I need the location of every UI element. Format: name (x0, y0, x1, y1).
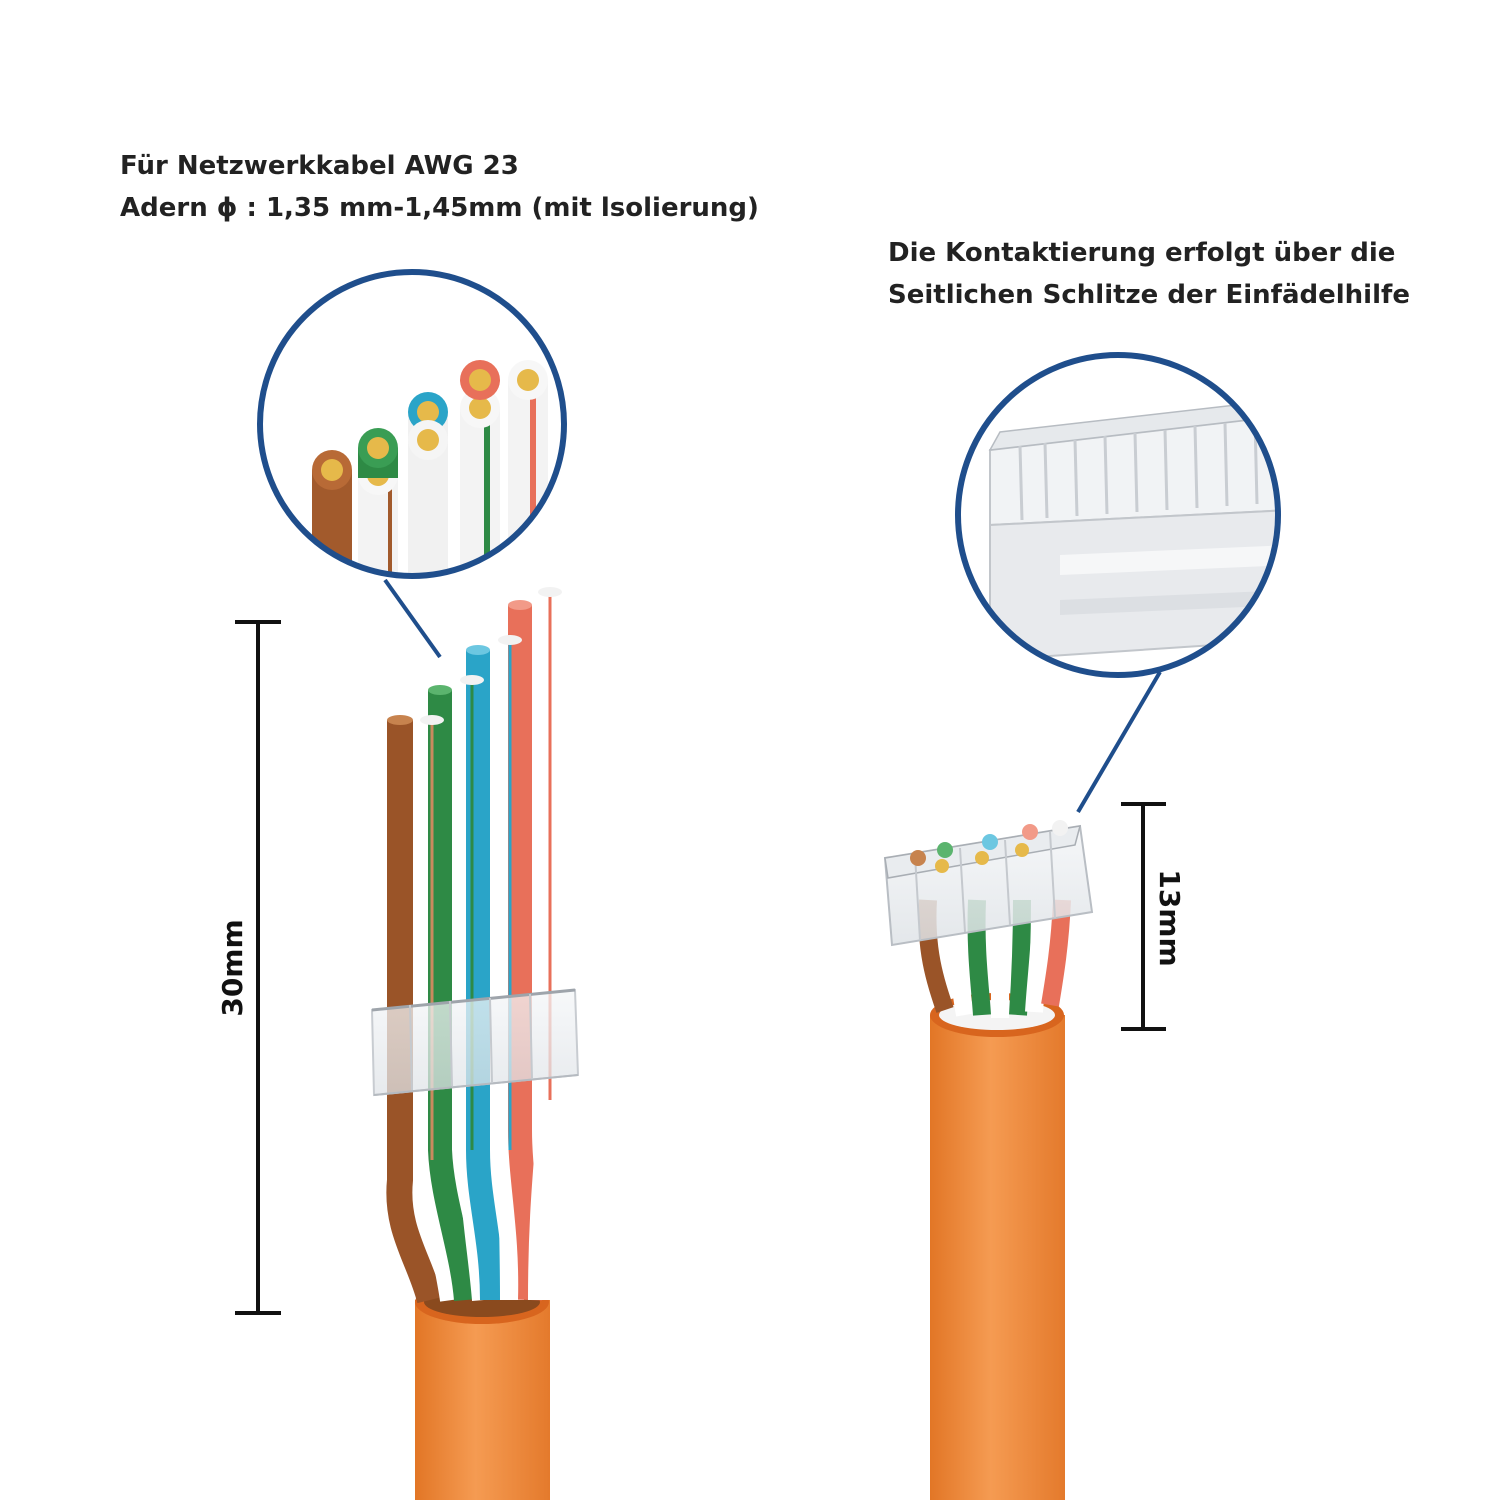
right-cable-assembly (883, 820, 1094, 1500)
wire-orange (508, 605, 543, 1301)
awg-spec-line-1: Für Netzwerkkabel AWG 23 (120, 151, 519, 181)
contact-info-caption: Die Kontaktierung erfolgt über die Seitl… (888, 232, 1410, 316)
wire-blue (466, 650, 504, 1301)
wire-cross-section-closeup (312, 360, 548, 576)
contact-info-line-1: Die Kontaktierung erfolgt über die (888, 238, 1396, 268)
left-cable-jacket (415, 1300, 550, 1500)
contact-info-line-2: Seitlichen Schlitze der Einfädelhilfe (888, 280, 1410, 310)
left-cable-assembly (370, 587, 580, 1500)
wire-white-orange (528, 592, 562, 1301)
right-cable-jacket (930, 1015, 1065, 1500)
threading-aid-closeup (988, 399, 1278, 662)
awg-spec-caption: Für Netzwerkkabel AWG 23 Adern ϕ : 1,35 … (120, 145, 759, 229)
right-callout (955, 352, 1281, 814)
left-callout (257, 269, 567, 659)
left-dimension-marker: 30mm (216, 620, 281, 1315)
right-dimension-marker: 13mm (1121, 802, 1186, 1031)
right-dimension-label: 13mm (1153, 869, 1186, 966)
wire-brown (386, 720, 443, 1304)
wire-green (428, 690, 478, 1302)
right-threading-aid (883, 820, 1094, 947)
left-wire-tips (387, 587, 562, 725)
left-wire-bundle (386, 592, 562, 1304)
left-threading-aid (370, 988, 580, 1097)
awg-spec-line-2: Adern ϕ : 1,35 mm-1,45mm (mit lsolierung… (120, 193, 759, 223)
left-dimension-label: 30mm (216, 919, 249, 1016)
